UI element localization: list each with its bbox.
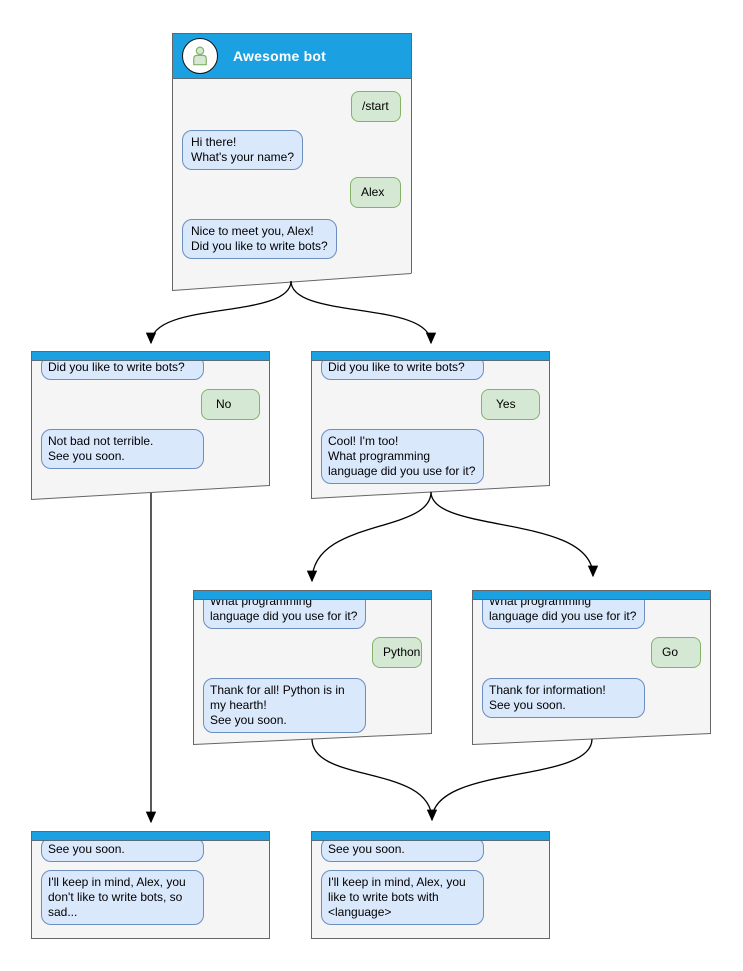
window-titlebar (194, 591, 431, 600)
bot-avatar-icon (182, 38, 218, 74)
connector-root-to-yes (290, 280, 437, 345)
user-message-bubble: Alex (350, 177, 401, 208)
chat-window-root: Awesome bot /start Hi there! What's your… (172, 33, 412, 291)
chat-window-branch-go: What programming language did you use fo… (472, 590, 711, 745)
chat-window-end-no: See you soon. I'll keep in mind, Alex, y… (31, 831, 270, 939)
chat-window-branch-no: Did you like to write bots? No Not bad n… (31, 351, 270, 500)
window-titlebar (312, 832, 549, 841)
chat-body: See you soon. I'll keep in mind, Alex, y… (312, 837, 549, 925)
bot-message-bubble: Thank for information! See you soon. (482, 678, 645, 718)
bot-message-bubble: Cool! I'm too! What programming language… (321, 429, 484, 484)
user-message-bubble: /start (351, 91, 401, 122)
chat-body: What programming language did you use fo… (194, 591, 431, 733)
connector-yes-to-python (306, 491, 432, 583)
chat-window-end-yes: See you soon. I'll keep in mind, Alex, y… (311, 831, 550, 939)
user-message-bubble: Yes (481, 389, 540, 420)
window-titlebar (32, 352, 269, 361)
window-titlebar: Awesome bot (173, 34, 411, 79)
connector-go-to-end (431, 738, 593, 821)
user-message-bubble: Go (651, 637, 701, 668)
chat-body: Did you like to write bots? Yes Cool! I'… (312, 355, 549, 484)
window-titlebar (473, 591, 710, 600)
bot-message-bubble: I'll keep in mind, Alex, you don't like … (41, 870, 204, 925)
chat-window-branch-yes: Did you like to write bots? Yes Cool! I'… (311, 351, 550, 499)
connector-yes-to-go (430, 491, 599, 578)
chat-body: See you soon. I'll keep in mind, Alex, y… (32, 837, 269, 925)
chat-body: What programming language did you use fo… (473, 591, 710, 718)
chat-window-branch-python: What programming language did you use fo… (193, 590, 432, 745)
bot-message-bubble: I'll keep in mind, Alex, you like to wri… (321, 870, 484, 925)
window-titlebar (312, 352, 549, 361)
chat-body: Did you like to write bots? No Not bad n… (32, 355, 269, 469)
bot-message-bubble: Hi there! What's your name? (182, 130, 304, 170)
bot-message-bubble: Not bad not terrible. See you soon. (41, 429, 204, 469)
user-message-bubble: Python (372, 637, 422, 668)
window-titlebar (32, 832, 269, 841)
bot-message-bubble: See you soon. (321, 837, 484, 862)
user-message-bubble: No (201, 389, 260, 420)
connector-python-to-end (311, 738, 438, 822)
bot-message-bubble: Nice to meet you, Alex! Did you like to … (182, 219, 337, 259)
bot-message-bubble: Thank for all! Python is in my hearth! S… (203, 678, 366, 733)
chat-body: /start Hi there! What's your name? Alex … (173, 79, 411, 259)
window-title: Awesome bot (233, 48, 326, 64)
